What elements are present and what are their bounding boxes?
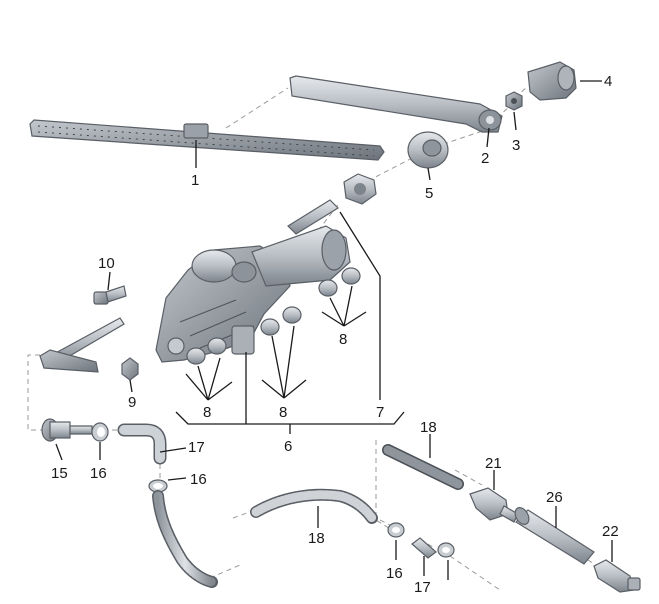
washer	[343, 173, 377, 205]
callout-9: 9	[128, 394, 136, 411]
grommet	[407, 131, 449, 169]
wiper-arm	[289, 75, 503, 133]
callout-3: 3	[512, 137, 520, 154]
callout-1: 1	[191, 172, 199, 189]
callout-2: 2	[481, 150, 489, 167]
callout-26: 26	[546, 489, 563, 506]
bolt	[93, 285, 127, 305]
corrugated-hose-lower	[152, 488, 378, 588]
callout-16-middle: 16	[190, 471, 207, 488]
callout-8-middle: 8	[279, 404, 287, 421]
callout-labels: 1 2 3 4 5 6 7 8 8 8 8 9 10 15 16 16 16 1…	[51, 73, 619, 596]
callout-7: 7	[376, 404, 384, 421]
callout-8-right: 8	[339, 331, 347, 348]
callout-17-upper: 17	[188, 439, 205, 456]
clamp-middle	[148, 479, 168, 493]
corrugated-hose-upper	[382, 444, 464, 490]
bushings-middle	[260, 306, 302, 336]
callout-6: 6	[284, 438, 292, 455]
callout-17-lower: 17	[414, 579, 431, 596]
callout-8-left: 8	[203, 404, 211, 421]
cap	[527, 61, 577, 101]
washer-nozzle	[593, 559, 641, 593]
protective-sleeve	[514, 507, 595, 565]
wiper-blade	[29, 119, 385, 161]
callout-15: 15	[51, 465, 68, 482]
short-hose	[411, 537, 437, 559]
callout-21: 21	[485, 455, 502, 472]
callout-16-lower: 16	[386, 565, 403, 582]
wiper-motor	[155, 225, 351, 363]
clamp-lower-1	[387, 522, 405, 538]
hose-connector	[41, 418, 93, 442]
leader-lines	[55, 80, 613, 580]
clamp-lower-2	[437, 542, 455, 558]
bushings-right	[318, 267, 361, 297]
mounting-rod	[39, 317, 125, 373]
callout-18-upper: 18	[420, 419, 437, 436]
nut	[505, 91, 523, 111]
check-valve	[469, 487, 519, 523]
elbow-hose	[117, 423, 167, 465]
callout-18-lower: 18	[308, 530, 325, 547]
callout-22: 22	[602, 523, 619, 540]
spindle	[287, 199, 339, 235]
clamp-upper	[91, 422, 109, 442]
callout-16-upper: 16	[90, 465, 107, 482]
callout-4: 4	[604, 73, 612, 90]
bushings-left	[186, 337, 227, 365]
callout-5: 5	[425, 185, 433, 202]
motor-nut	[121, 357, 139, 381]
callout-10: 10	[98, 255, 115, 272]
